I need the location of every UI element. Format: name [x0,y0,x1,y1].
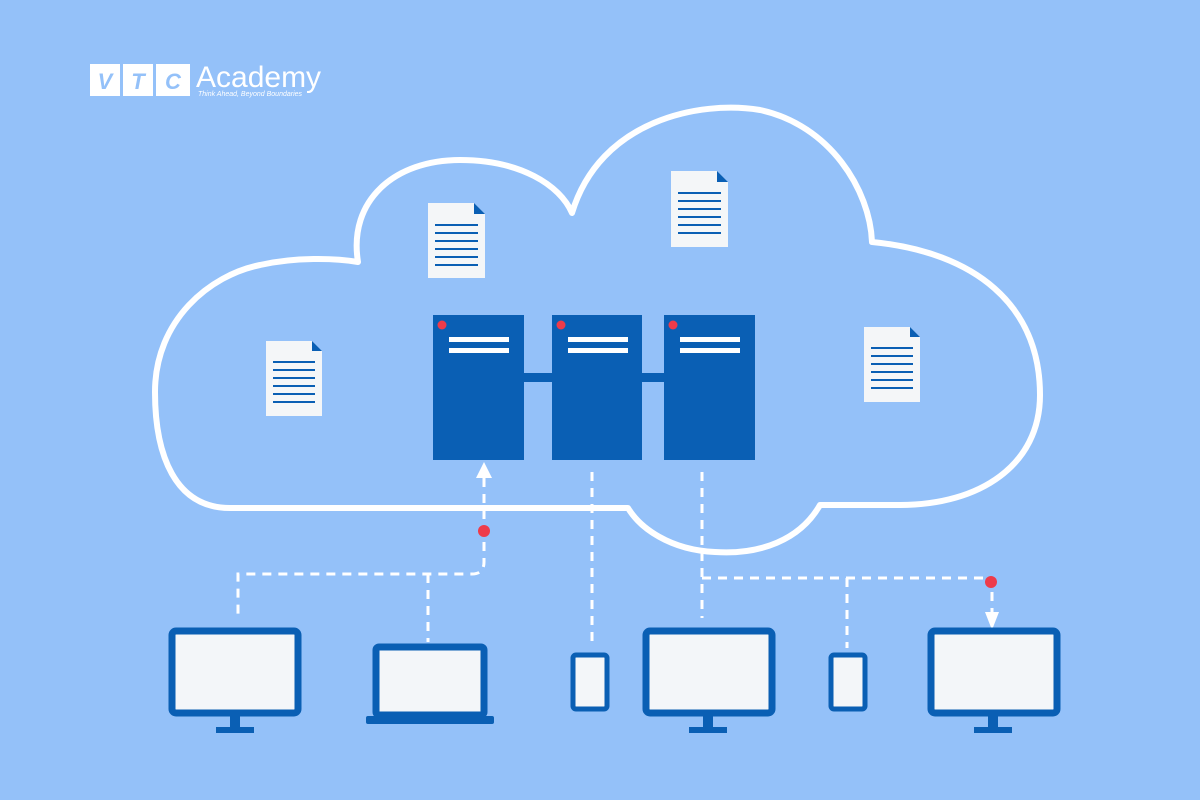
document-icon [266,341,322,416]
logo-letter-v: V [98,69,115,94]
desktop-monitor-icon [927,627,1061,733]
vtc-academy-logo: V T C Academy Think Ahead, Beyond Bounda… [90,61,321,98]
cloud-outline-icon [152,104,1043,556]
logo-box-t [123,64,153,96]
logo-box-v [90,64,120,96]
data-packet-dot [985,576,997,588]
server-link [524,373,552,382]
smartphone-icon [570,652,610,712]
server-rack-icon [433,315,524,460]
data-packet-dot [478,525,490,537]
server-rack-icon [664,315,755,460]
status-light [556,320,566,330]
logo-tagline: Think Ahead, Beyond Boundaries [198,91,303,98]
logo-box-c [156,64,190,96]
up-arrow-icon [476,462,492,478]
document-icon [671,171,728,247]
logo-wordmark: Academy [196,61,321,94]
connector-left [236,478,486,618]
status-light [668,320,678,330]
server-rack-icon [552,315,642,460]
desktop-monitor-icon [168,627,302,733]
logo-letter-t: T [131,69,146,94]
desktop-monitor-icon [642,627,776,733]
server-link [642,373,664,382]
status-light [437,320,447,330]
down-arrow-icon [985,612,999,630]
document-icon [864,327,920,402]
laptop-icon [366,643,494,724]
smartphone-icon [828,652,868,712]
logo-letter-c: C [165,69,182,94]
document-icon [428,203,485,278]
